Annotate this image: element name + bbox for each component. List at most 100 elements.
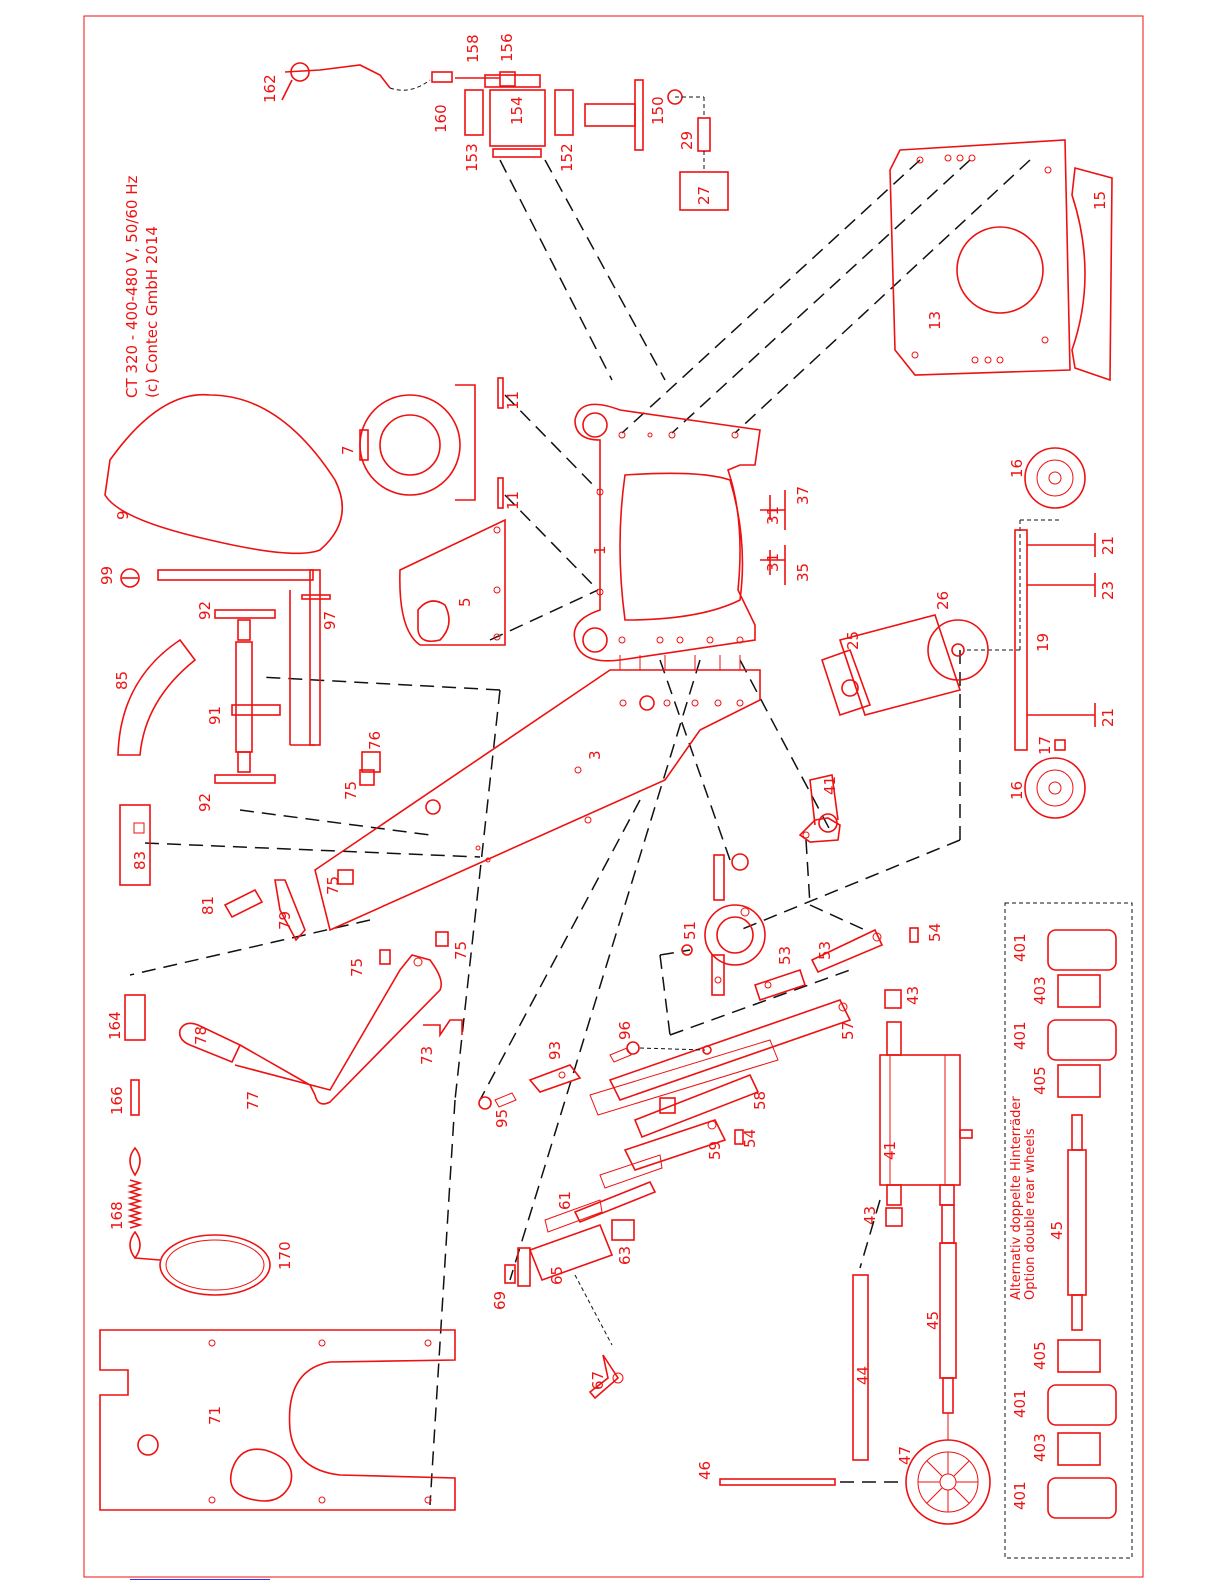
label-54-lower: 54 bbox=[741, 1129, 759, 1148]
part-154-switch bbox=[431, 71, 683, 158]
part-16-lower-wheel bbox=[1024, 757, 1086, 819]
label-1: 1 bbox=[591, 545, 609, 555]
title-line-1: CT 320 - 400-480 V, 50/60 Hz bbox=[123, 176, 141, 398]
label-54-upper: 54 bbox=[926, 923, 944, 942]
part-85-hose bbox=[117, 638, 197, 756]
label-44: 44 bbox=[854, 1366, 872, 1385]
label-29: 29 bbox=[678, 131, 696, 150]
part-81-shape bbox=[223, 888, 264, 919]
label-91: 91 bbox=[206, 706, 224, 725]
label-41-lower: 41 bbox=[881, 1141, 899, 1160]
part-61-shape bbox=[573, 1180, 657, 1224]
part-93-shape bbox=[528, 1064, 582, 1093]
part-59-shape bbox=[623, 1119, 727, 1171]
part-95-ring bbox=[478, 1096, 492, 1110]
label-63: 63 bbox=[616, 1246, 634, 1265]
part-91-jack bbox=[214, 609, 281, 784]
label-99: 99 bbox=[98, 566, 116, 585]
label-85: 85 bbox=[113, 671, 131, 690]
drawing-frame bbox=[83, 15, 1144, 1578]
label-9: 9 bbox=[114, 510, 132, 520]
label-51: 51 bbox=[681, 921, 699, 940]
label-81: 81 bbox=[199, 896, 217, 915]
part-97-handle-frame bbox=[120, 568, 331, 746]
label-164: 164 bbox=[106, 1011, 124, 1040]
part-27-shape bbox=[679, 171, 729, 211]
part-77-handle bbox=[178, 954, 443, 1105]
option-text-de: Alternativ doppelte Hinterräder bbox=[1009, 1096, 1024, 1300]
part-75-b-shape bbox=[337, 869, 354, 885]
label-27: 27 bbox=[695, 186, 713, 205]
label-77: 77 bbox=[244, 1091, 262, 1110]
label-5: 5 bbox=[456, 597, 474, 607]
label-401-b: 401 bbox=[1011, 1021, 1029, 1050]
label-58: 58 bbox=[751, 1091, 769, 1110]
label-26: 26 bbox=[934, 591, 952, 610]
leader-lines bbox=[129, 159, 1060, 1506]
label-11-lower: 11 bbox=[504, 491, 522, 510]
label-23: 23 bbox=[1099, 581, 1117, 600]
label-16-lower: 16 bbox=[1008, 781, 1026, 800]
label-96: 96 bbox=[616, 1021, 634, 1040]
part-37-shape bbox=[760, 490, 786, 530]
label-45-lower: 45 bbox=[924, 1311, 942, 1330]
label-71: 71 bbox=[206, 1406, 224, 1425]
label-405-b: 405 bbox=[1031, 1341, 1049, 1370]
label-401-d: 401 bbox=[1011, 1481, 1029, 1510]
part-13-plate bbox=[889, 139, 1071, 376]
title-line-2: (c) Contec GmbH 2014 bbox=[143, 226, 161, 398]
part-41-wheel-assembly bbox=[879, 989, 973, 1227]
label-25: 25 bbox=[844, 631, 862, 650]
label-152: 152 bbox=[558, 143, 576, 172]
label-53-right: 53 bbox=[816, 941, 834, 960]
part-75-d-shape bbox=[435, 931, 449, 947]
label-37: 37 bbox=[794, 486, 812, 505]
part-5-plate bbox=[399, 518, 506, 646]
label-21-upper: 21 bbox=[1099, 536, 1117, 555]
label-75-d: 75 bbox=[452, 941, 470, 960]
part-19-axle bbox=[1014, 529, 1096, 751]
part-29-shape bbox=[697, 117, 711, 152]
label-75-b: 75 bbox=[324, 876, 342, 895]
label-43-upper: 43 bbox=[904, 986, 922, 1005]
label-401-a: 401 bbox=[1011, 933, 1029, 962]
label-78: 78 bbox=[192, 1026, 210, 1045]
part-58-shape bbox=[633, 1073, 760, 1139]
label-158: 158 bbox=[464, 34, 482, 63]
label-76: 76 bbox=[366, 731, 384, 750]
label-403-b: 403 bbox=[1031, 1433, 1049, 1462]
part-73-bracket bbox=[423, 1019, 463, 1038]
part-170-ring bbox=[159, 1234, 271, 1296]
label-401-c: 401 bbox=[1011, 1389, 1029, 1418]
label-19: 19 bbox=[1034, 633, 1052, 652]
label-154: 154 bbox=[508, 96, 526, 125]
label-53-left: 53 bbox=[776, 946, 794, 965]
label-43-lower: 43 bbox=[861, 1206, 879, 1225]
part-25-motor bbox=[820, 614, 989, 717]
part-71-base-plate bbox=[99, 1329, 456, 1511]
part-79-shape bbox=[274, 879, 306, 942]
label-405-a: 405 bbox=[1031, 1066, 1049, 1095]
label-59: 59 bbox=[706, 1141, 724, 1160]
label-17: 17 bbox=[1036, 736, 1054, 755]
part-44-shaft bbox=[852, 1274, 869, 1461]
part-11-upper bbox=[497, 377, 504, 409]
part-57-cylinder bbox=[589, 999, 852, 1116]
label-11-upper: 11 bbox=[504, 391, 522, 410]
part-11-lower bbox=[497, 477, 504, 509]
part-1-main-frame bbox=[573, 403, 761, 662]
part-69-shape bbox=[504, 1264, 516, 1284]
label-21-lower: 21 bbox=[1099, 708, 1117, 727]
part-54-pin-upper bbox=[909, 927, 919, 943]
label-31-upper: 31 bbox=[764, 506, 782, 525]
part-164-shape bbox=[124, 994, 146, 1041]
label-65: 65 bbox=[548, 1266, 566, 1285]
label-97: 97 bbox=[321, 611, 339, 630]
label-403-a: 403 bbox=[1031, 976, 1049, 1005]
label-15: 15 bbox=[1091, 191, 1109, 210]
label-31-lower: 31 bbox=[764, 553, 782, 572]
part-76-shape bbox=[361, 751, 381, 773]
label-75-c: 75 bbox=[348, 958, 366, 977]
label-160: 160 bbox=[432, 104, 450, 133]
